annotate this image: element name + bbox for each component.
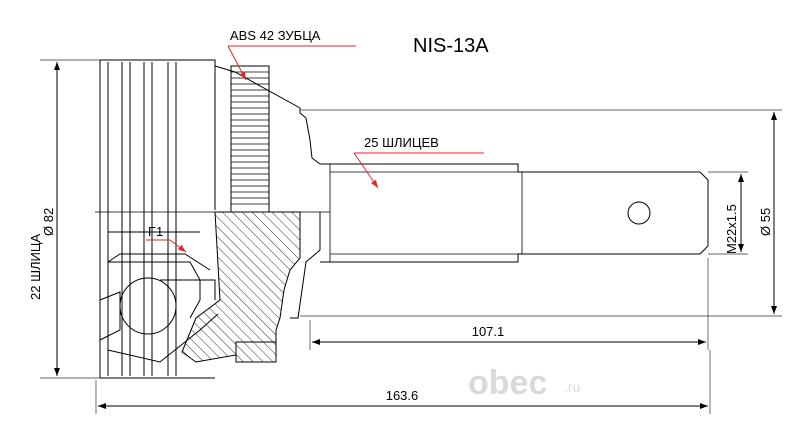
outer-housing	[95, 59, 330, 379]
cotter-pin-hole	[627, 201, 651, 225]
f1-label: F1	[148, 224, 163, 239]
shaft-diameter-label: Ø 55	[758, 208, 773, 236]
watermark: obec .ru	[468, 364, 580, 402]
stub-shaft	[320, 163, 709, 263]
watermark-domain: .ru	[564, 379, 580, 395]
f1-callout: F1	[146, 224, 187, 253]
overall-length-value: 163.6	[386, 388, 419, 403]
part-number-title: NIS-13A	[413, 35, 489, 57]
thread-label: M22x1.5	[724, 204, 739, 254]
watermark-brand: obec	[468, 364, 547, 402]
abs-ring-teeth	[231, 71, 269, 205]
abs-label: ABS 42 ЗУБЦА	[230, 28, 321, 43]
housing-diameter-label: Ø 82	[41, 208, 56, 236]
shaft-length-value: 107.1	[472, 324, 505, 339]
abs-callout: ABS 42 ЗУБЦА	[227, 28, 356, 81]
shaft-splines-label: 25 ШЛИЦЕВ	[364, 135, 439, 150]
housing-splines-label: 22 ШЛИЦА	[28, 234, 43, 300]
splines-shaft-callout: 25 ШЛИЦЕВ	[353, 135, 484, 189]
